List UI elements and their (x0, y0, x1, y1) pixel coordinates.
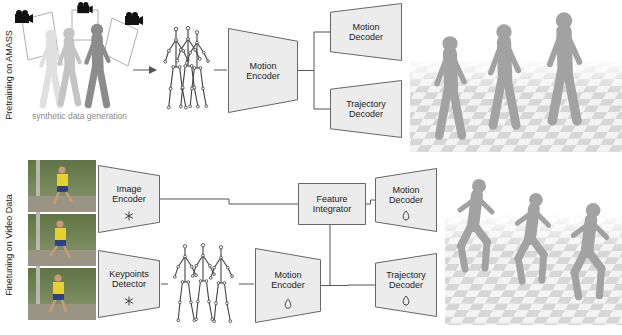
block-label: Trajectory Decoder (346, 99, 386, 120)
text-group: Motion Encoder (228, 60, 298, 81)
block-label: Image Encoder (112, 183, 146, 204)
block-outline (299, 184, 366, 225)
section-title: Pretraining on AMASS (4, 30, 14, 120)
trainable-icon (403, 211, 409, 220)
block-outline (229, 29, 298, 113)
encoder-block: Motion Encoder (255, 248, 321, 323)
block-outline (99, 251, 160, 318)
text-group: Motion Decoder (375, 185, 437, 206)
integrator-box: Feature Integrator (298, 183, 366, 225)
block-label: Feature Integrator (313, 194, 352, 215)
trainable-icon (285, 299, 291, 308)
detector-block: Keypoints Detector (98, 250, 160, 318)
block-outline (99, 166, 160, 233)
frozen-icon (125, 212, 133, 221)
connector-line (298, 32, 330, 71)
text-group: Trajectory Decoder (330, 99, 402, 120)
block-outline (331, 81, 402, 138)
text-group: Motion Encoder (255, 269, 321, 290)
encoder-block: Image Encoder (98, 165, 160, 233)
decoder-block: Motion Decoder (330, 3, 402, 61)
text-group: Feature Integrator (298, 194, 366, 215)
text-group: Image Encoder (98, 183, 160, 204)
block-label: Motion Encoder (271, 269, 305, 290)
connector-line (321, 225, 330, 286)
frozen-icon (125, 297, 133, 306)
text-group: Keypoints Detector (98, 268, 160, 289)
block-outline (256, 249, 321, 323)
block-outline (376, 169, 437, 232)
connector-line (321, 285, 375, 287)
decoder-block: Trajectory Decoder (330, 80, 402, 138)
caption-note: synthetic data generation (32, 112, 127, 122)
block-label: Motion Decoder (349, 22, 383, 43)
block-label: Trajectory Decoder (386, 270, 426, 291)
block-label: Motion Encoder (246, 60, 280, 81)
block-label: Motion Decoder (389, 185, 423, 206)
decoder-block: Trajectory Decoder (375, 253, 437, 317)
block-label: Keypoints Detector (109, 268, 149, 289)
decoder-block: Motion Decoder (375, 168, 437, 232)
text-group: Trajectory Decoder (375, 270, 437, 291)
section-title: Finetuning on Video Data (4, 194, 14, 295)
block-outline (376, 254, 437, 317)
connector-line (298, 71, 330, 110)
block-outline (331, 4, 402, 61)
trainable-icon (403, 296, 409, 305)
encoder-block: Motion Encoder (228, 28, 298, 113)
connector-line (366, 200, 375, 204)
connector-line (160, 199, 298, 204)
text-group: Motion Decoder (330, 22, 402, 43)
